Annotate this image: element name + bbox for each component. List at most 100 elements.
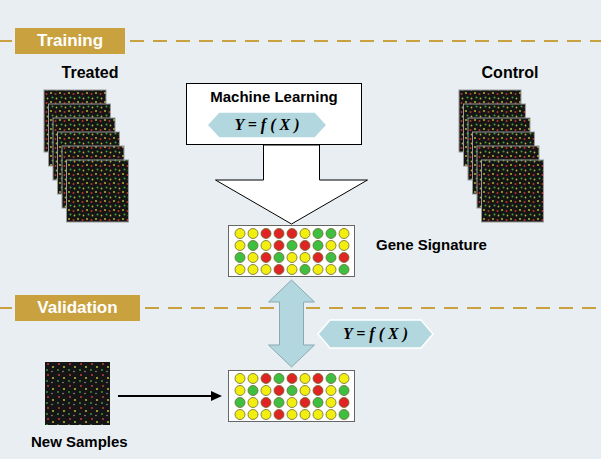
gene-dot (287, 241, 297, 251)
gene-signature-box: Gene Signature (228, 225, 355, 277)
gene-dot (313, 410, 323, 420)
node-label: Treated (40, 64, 140, 82)
node-label: Machine Learning (187, 84, 361, 105)
gene-dot (339, 398, 349, 408)
gene-dot (261, 386, 271, 396)
gene-dot (326, 386, 336, 396)
gene-dot (248, 398, 258, 408)
node-label: New Samples (31, 433, 128, 450)
dashed-divider (130, 40, 601, 42)
dashed-divider (145, 307, 601, 309)
section-label: Validation (37, 298, 117, 318)
gene-dot (261, 410, 271, 420)
gene-dot (287, 386, 297, 396)
microarray-images (455, 64, 575, 234)
gene-dot (248, 241, 258, 251)
gene-dot (274, 386, 284, 396)
gene-dot (248, 253, 258, 263)
gene-dot (313, 265, 323, 275)
gene-dot (326, 374, 336, 384)
gene-dot (274, 229, 284, 239)
gene-signature-grid (229, 371, 354, 421)
microarray-sample: New Samples (45, 362, 110, 425)
gene-dot (274, 374, 284, 384)
gene-dot (300, 386, 310, 396)
block-arrow (216, 145, 368, 224)
gene-dot (339, 253, 349, 263)
gene-dot (287, 374, 297, 384)
gene-dot (300, 229, 310, 239)
gene-signature-box (228, 370, 355, 422)
node-label: Control (455, 64, 565, 82)
gene-dot (274, 241, 284, 251)
gene-dot (274, 265, 284, 275)
gene-dot (326, 241, 336, 251)
microarray-image (482, 160, 544, 222)
formula-hexagon: Y = f ( X ) (318, 320, 433, 348)
process-box: Machine Learning Y = f ( X ) (186, 83, 362, 145)
gene-dot (248, 374, 258, 384)
gene-dot (300, 410, 310, 420)
gene-dot (339, 265, 349, 275)
gene-dot (235, 374, 245, 384)
block-arrow-shape (216, 145, 368, 224)
dashed-divider (0, 40, 14, 42)
formula-hexagon: Y = f ( X ) (207, 112, 327, 138)
gene-dot (339, 374, 349, 384)
gene-dot (248, 386, 258, 396)
gene-dot (235, 386, 245, 396)
gene-dot (261, 253, 271, 263)
gene-dot (287, 265, 297, 275)
microarray-stack: Control (455, 64, 565, 224)
gene-dot (261, 374, 271, 384)
microarray-image (67, 160, 129, 222)
formula-text: Y = f ( X ) (235, 116, 300, 134)
hexagon-outline (207, 112, 327, 138)
microarray-image (45, 362, 110, 425)
gene-dot (313, 374, 323, 384)
gene-dot (326, 265, 336, 275)
gene-dot (287, 253, 297, 263)
gene-dot (313, 386, 323, 396)
gene-dot (313, 253, 323, 263)
arrow-head (211, 391, 222, 401)
section-label: Training (37, 31, 103, 51)
section-tag: Training (15, 28, 125, 54)
gene-dot (287, 398, 297, 408)
gene-dot (235, 398, 245, 408)
gene-dot (248, 229, 258, 239)
gene-dot (313, 398, 323, 408)
gene-dot (235, 265, 245, 275)
gene-dot (300, 241, 310, 251)
microarray-stack: Treated (40, 64, 140, 224)
double-arrow-shape (269, 280, 315, 367)
gene-dot (248, 410, 258, 420)
gene-dot (261, 229, 271, 239)
gene-dot (235, 253, 245, 263)
hexagon-outline (318, 320, 433, 348)
dashed-divider (0, 307, 14, 309)
formula-text: Y = f ( X ) (343, 325, 408, 343)
gene-dot (339, 410, 349, 420)
gene-dot (235, 241, 245, 251)
microarray-image (45, 362, 110, 425)
gene-dot (300, 265, 310, 275)
gene-dot (326, 253, 336, 263)
gene-dot (339, 229, 349, 239)
gene-dot (300, 398, 310, 408)
double-arrow (269, 280, 315, 367)
gene-dot (261, 241, 271, 251)
gene-dot (235, 410, 245, 420)
arrow-line (118, 395, 213, 397)
gene-dot (287, 410, 297, 420)
gene-dot (261, 265, 271, 275)
gene-dot (300, 374, 310, 384)
gene-dot (274, 398, 284, 408)
gene-dot (326, 229, 336, 239)
gene-dot (274, 253, 284, 263)
gene-dot (339, 386, 349, 396)
gene-dot (274, 410, 284, 420)
gene-dot (300, 253, 310, 263)
gene-dot (339, 241, 349, 251)
gene-dot (313, 229, 323, 239)
